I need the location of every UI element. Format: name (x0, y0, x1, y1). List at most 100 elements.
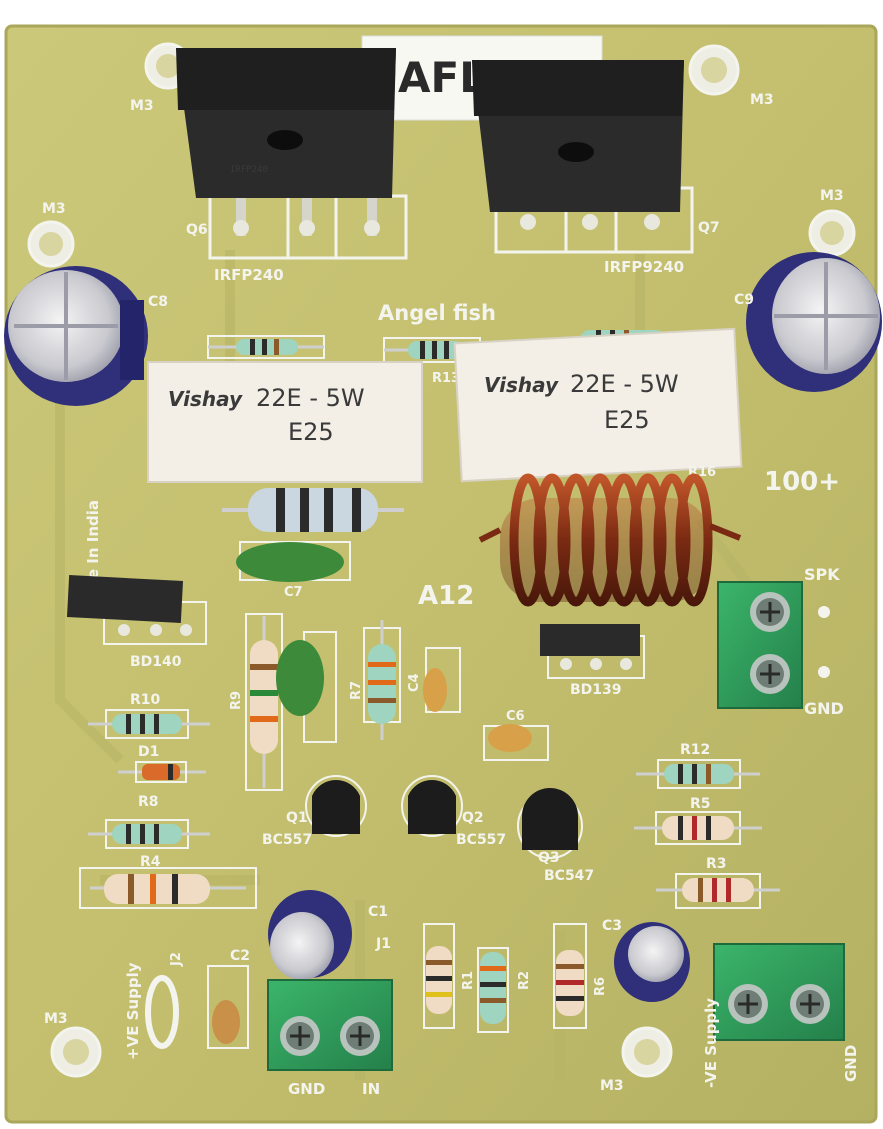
capacitor-green-mid (276, 631, 337, 743)
resistor-r8: R8 (88, 794, 210, 849)
power-transistor-q7: Q7 IRFP9240 (472, 60, 720, 276)
mount-label: M3 (750, 92, 774, 108)
part-label: IRFP240 (214, 266, 284, 284)
resistor-value: 22E - 5W (570, 370, 679, 398)
resistor-tolerance: E25 (288, 418, 334, 446)
ref-label: Q7 (698, 220, 720, 236)
capacitor-c3: C3 (602, 918, 690, 1002)
mount-label: M3 (44, 1011, 68, 1027)
resistor-brand: Vishay (168, 387, 243, 411)
power-rating: 100+ (764, 467, 840, 497)
resistor-r12: R12 (636, 742, 760, 789)
ref-label: C4 (407, 673, 422, 692)
resistor-top-left (207, 335, 325, 359)
ref-label: C8 (148, 294, 168, 310)
mounting-hole-top-right: M3 (688, 44, 774, 108)
speaker-terminal: SPK GND (717, 565, 844, 718)
part-label: BC547 (544, 868, 594, 884)
pos-supply-j2: J2 +VE Supply (124, 952, 184, 1060)
driver-transistor-q4: BD140 (66, 575, 207, 670)
pos-supply-label: +VE Supply (124, 962, 142, 1060)
power-resistor-left: Vishay 22E - 5W E25 (147, 361, 423, 483)
ref-label: R7 (349, 681, 364, 700)
capacitor-c1: C1 (268, 890, 388, 980)
resistor-r6: R6 (553, 923, 608, 1029)
input-terminal-j1: J1 GND IN (267, 936, 393, 1098)
ref-label: R2 (517, 971, 532, 990)
ref-label: R13 (432, 371, 460, 386)
ref-label: R9 (229, 691, 244, 710)
mount-label: M3 (42, 201, 66, 217)
neg-gnd-label: GND (842, 1045, 860, 1082)
ref-label: Q3 (538, 850, 560, 866)
capacitor-c6: C6 (483, 709, 549, 761)
part-label: BC557 (262, 832, 312, 848)
ref-label: R10 (130, 692, 161, 708)
capacitor-c2: C2 (207, 948, 250, 1049)
mount-label: M3 (820, 188, 844, 204)
ref-label: R4 (140, 854, 161, 870)
ref-label: C6 (506, 709, 525, 724)
ref-label: R3 (706, 856, 727, 872)
resistor-r3: R3 (656, 856, 780, 909)
mounting-hole-top-left: M3 (27, 201, 75, 268)
capacitor-c4: C4 (407, 647, 461, 713)
part-label: BC557 (456, 832, 506, 848)
ref-label: C3 (602, 918, 622, 934)
resistor-r9: R9 (229, 613, 283, 791)
mount-label: M3 (130, 98, 154, 114)
ref-label: Q1 (286, 810, 308, 826)
transistor-q2: Q2 BC557 (401, 775, 506, 848)
ref-label: R8 (138, 794, 159, 810)
resistor-r4: R4 (79, 854, 257, 909)
ref-label: C2 (230, 948, 250, 964)
ref-label: C9 (734, 292, 754, 308)
capacitor-c7: C7 (236, 541, 351, 600)
mounting-hole-right: M3 (808, 188, 856, 257)
resistor-large-center (222, 488, 404, 532)
part-label: BD140 (130, 654, 182, 670)
ref-label: R5 (690, 796, 711, 812)
svg-text:IRFP240: IRFP240 (230, 165, 268, 175)
ref-label: R1 (461, 971, 476, 990)
spk-label: SPK (804, 565, 840, 584)
in-label: IN (362, 1080, 380, 1098)
diode-d1: D1 (118, 744, 206, 783)
pcb-substrate (4, 24, 878, 1124)
capacitor-c8: C8 (4, 266, 168, 406)
ref-label: D1 (138, 744, 159, 760)
ref-label: J2 (169, 952, 184, 967)
resistor-value: 22E - 5W (256, 384, 365, 412)
ref-label: C1 (368, 904, 388, 920)
driver-transistor-q5: BD139 (540, 624, 645, 698)
resistor-r10: R10 (88, 692, 210, 739)
power-transistor-q6: IRFP240 Q6 IRFP240 (176, 48, 408, 284)
ref-label: R12 (680, 742, 710, 758)
resistor-tolerance: E25 (604, 406, 650, 434)
resistor-brand: Vishay (484, 373, 559, 397)
transistor-q1: Q1 BC557 (262, 775, 367, 848)
mount-label: M3 (600, 1078, 624, 1094)
part-label: IRFP9240 (604, 258, 684, 276)
ref-label: Q2 (462, 810, 484, 826)
spk-gnd-label: GND (804, 699, 844, 718)
resistor-r1: R1 (423, 923, 476, 1029)
resistor-r5: R5 (634, 796, 762, 845)
resistor-r7: R7 (349, 620, 401, 740)
ref-label: C7 (284, 585, 303, 600)
power-resistor-right: Vishay 22E - 5W E25 R16 (453, 327, 743, 483)
board-name: Angel fish (378, 301, 496, 325)
ref-label: R6 (593, 977, 608, 996)
mounting-hole-bottom-left: M3 (44, 1011, 102, 1078)
transistor-q3: Q3 BC547 (517, 788, 594, 884)
ref-label: J1 (375, 936, 391, 952)
part-label: BD139 (570, 682, 622, 698)
in-gnd-label: GND (288, 1080, 325, 1098)
origin-label: ade In India (84, 500, 102, 600)
mounting-hole-bottom-center: M3 (600, 1026, 673, 1094)
neg-supply-terminal: -VE Supply GND (702, 943, 860, 1088)
resistor-r2: R2 (477, 947, 532, 1033)
neg-supply-label: -VE Supply (702, 998, 720, 1088)
output-inductor-coil (478, 473, 742, 607)
